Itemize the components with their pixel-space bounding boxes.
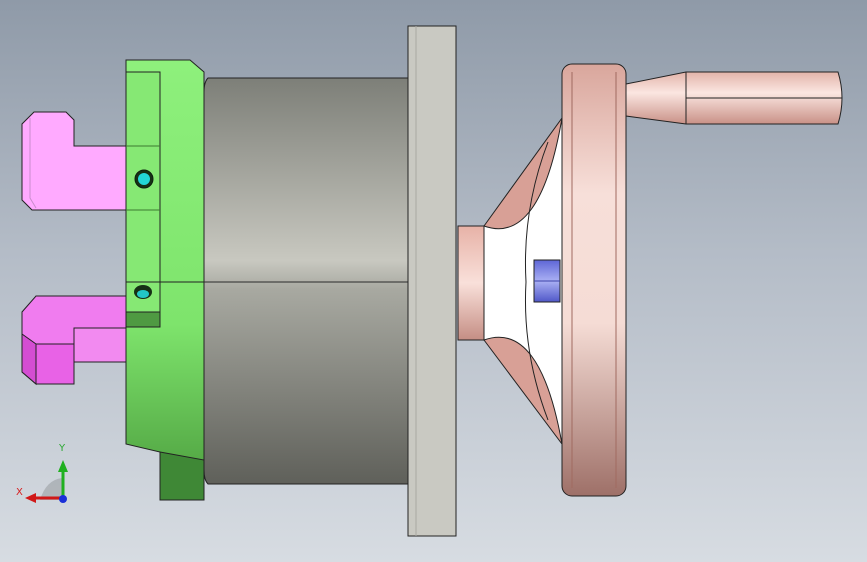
hand-wheel-hub[interactable] [457,225,485,341]
upper-jaw[interactable] [21,111,129,211]
chuck-body[interactable] [203,77,409,485]
lower-jaw-slot [73,327,129,363]
axis-triad [25,460,68,503]
lower-jaw-face [21,333,37,386]
y-axis-label: Y [59,443,66,454]
rear-plate[interactable] [407,25,457,537]
lower-jaw-step [35,343,75,385]
z-axis-icon [59,495,67,503]
upper-jaw-edge [29,118,37,209]
x-axis-label: X [16,487,23,498]
hand-wheel-rim[interactable] [561,63,627,497]
